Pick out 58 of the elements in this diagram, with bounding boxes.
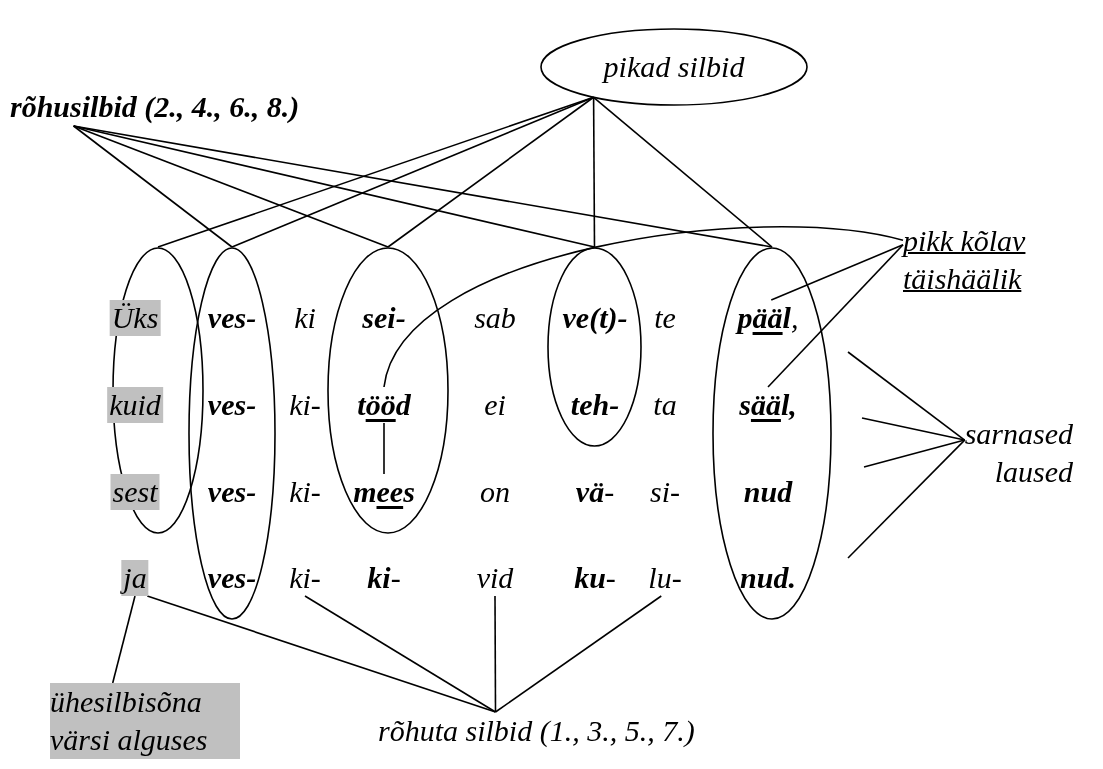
- syllable: sääl,: [737, 387, 799, 423]
- syllable: Üks: [109, 300, 161, 336]
- leader-line: [72, 125, 233, 248]
- syllable: ja: [121, 560, 149, 596]
- curved-leader-line: [383, 226, 904, 388]
- syllable: ki-: [287, 474, 323, 510]
- syllable: ki-: [287, 387, 323, 423]
- syllable: sab: [472, 300, 518, 336]
- leader-line: [847, 351, 966, 441]
- leader-line: [767, 244, 904, 388]
- annotation-label: ühesilbisõna värsi alguses: [50, 683, 240, 759]
- leader-line: [847, 439, 966, 559]
- syllable: ves-: [205, 560, 259, 596]
- syllable: sei-: [360, 300, 408, 336]
- leader-line: [387, 96, 595, 248]
- leader-line: [383, 422, 385, 475]
- syllable: ei: [482, 387, 508, 423]
- syllable: ve(t)-: [560, 300, 630, 336]
- syllable: ves-: [205, 387, 259, 423]
- syllable: ves-: [205, 300, 259, 336]
- syllable: ki-: [365, 560, 403, 596]
- syllable: ku-: [572, 560, 618, 596]
- syllable: te: [652, 300, 678, 336]
- leader-line: [494, 595, 497, 713]
- syllable: kuid: [107, 387, 163, 423]
- annotation-label: rõhusilbid (2., 4., 6., 8.): [10, 88, 300, 126]
- node-label: pikad silbid: [601, 49, 746, 85]
- syllable: lu-: [646, 560, 684, 596]
- syllable: sest: [110, 474, 160, 510]
- leader-line: [592, 96, 596, 248]
- leader-line: [111, 595, 136, 684]
- syllable: mees: [351, 474, 417, 510]
- leader-line: [494, 595, 663, 713]
- syllable: pääl,: [735, 300, 801, 336]
- syllable: vä-: [573, 474, 617, 510]
- syllable: teh-: [568, 387, 622, 423]
- syllable: vid: [474, 560, 516, 596]
- syllable: ta: [651, 387, 679, 423]
- syllable: tööd: [355, 387, 413, 423]
- annotation-label: pikk kõlav täishäälik: [903, 222, 1093, 298]
- syllable: ki-: [287, 560, 323, 596]
- syllable: si-: [648, 474, 682, 510]
- syllable: on: [478, 474, 512, 510]
- leader-line: [72, 125, 596, 248]
- leader-line: [863, 439, 966, 468]
- syllable: nud: [741, 474, 795, 510]
- leader-line: [592, 96, 773, 248]
- leader-line: [72, 125, 773, 248]
- syllable: ki: [292, 300, 318, 336]
- leader-line: [72, 125, 389, 248]
- leader-line: [146, 595, 497, 713]
- annotation-label: rõhuta silbid (1., 3., 5., 7.): [378, 712, 848, 750]
- annotation-label: sarnased laused: [964, 415, 1073, 491]
- leader-line: [861, 417, 966, 441]
- leader-line: [304, 595, 497, 713]
- syllable: ves-: [205, 474, 259, 510]
- syllable: nud.: [738, 560, 798, 596]
- leader-line: [770, 244, 904, 301]
